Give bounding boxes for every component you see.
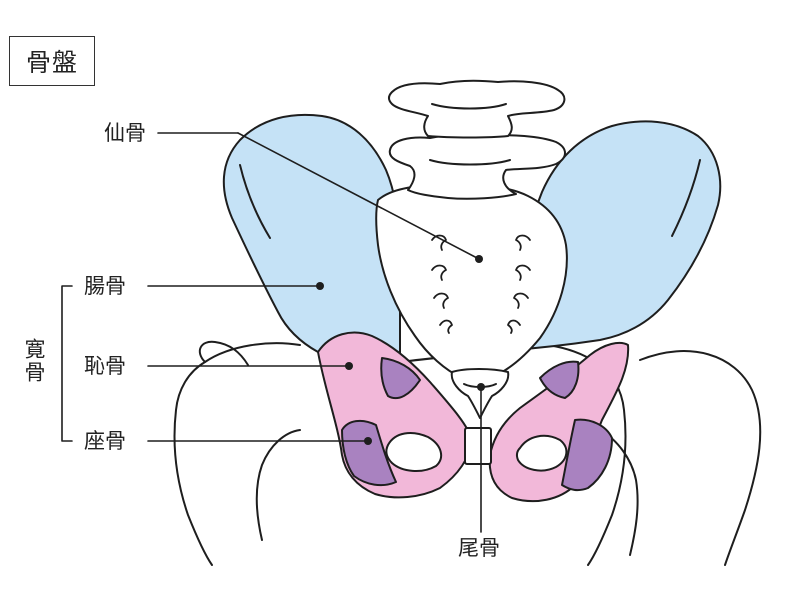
diagram-title: 骨盤	[9, 36, 95, 86]
sacrum-leader-diagonal	[237, 132, 480, 260]
right-ischium-lower	[561, 418, 613, 492]
ilium-dot	[316, 282, 324, 290]
left-trochanter	[198, 340, 249, 366]
label-ischium: 座骨	[84, 429, 126, 453]
lumbar-vertebra-upper-body	[431, 103, 507, 110]
coccyx	[450, 368, 510, 419]
right-ischium-upper	[539, 360, 580, 399]
left-ischium-upper	[380, 357, 421, 400]
sacrum-dot	[475, 255, 483, 263]
sacral-foramina	[431, 234, 531, 334]
label-sacrum: 仙骨	[104, 121, 146, 145]
right-femur-shaft	[639, 350, 762, 566]
label-coccyx: 尾骨	[458, 536, 500, 560]
left-ilium-rim	[239, 164, 271, 239]
right-femur-inner	[599, 429, 639, 556]
lumbar-vertebra-lower	[388, 133, 566, 200]
label-hip-bone: 寛骨	[22, 338, 46, 384]
left-obturator	[385, 432, 443, 472]
label-ilium: 腸骨	[84, 274, 126, 298]
coccyx-dot	[477, 383, 485, 391]
label-pubis: 恥骨	[84, 354, 126, 378]
leader-lines	[61, 132, 482, 533]
lumbar-vertebra-lower-body	[429, 159, 511, 166]
left-ischium-lower	[341, 419, 397, 487]
left-ilium	[222, 113, 402, 363]
right-obturator	[515, 434, 568, 472]
leader-dots	[316, 255, 485, 445]
pubic-symphysis	[464, 427, 492, 465]
left-femur-inner	[255, 429, 301, 541]
left-femur	[173, 342, 301, 566]
hip-bone-bracket	[61, 285, 73, 442]
ischium-dot	[364, 437, 372, 445]
right-ilium-rim	[671, 159, 701, 237]
pubis-dot	[345, 362, 353, 370]
